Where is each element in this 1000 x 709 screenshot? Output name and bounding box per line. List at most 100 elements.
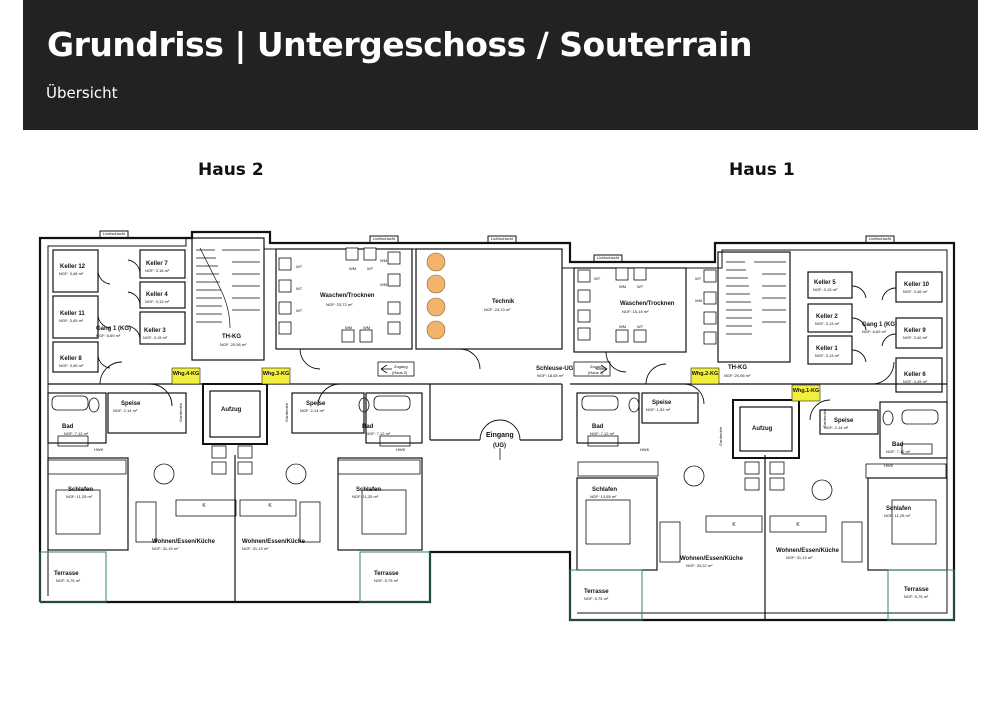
zugang-right-label: Zugang (590, 364, 604, 369)
wt-label: WT (637, 284, 644, 289)
interior-walls (47, 237, 948, 620)
garderobe-label: Garderobe (718, 426, 723, 446)
ngf-schlafen-d: NGF: 11,25 m² (884, 513, 911, 518)
room-aufzug-left: Aufzug (221, 407, 242, 413)
ngf-technik: NGF: 24,13 m² (484, 307, 511, 312)
room-schlafen-b: Schlafen (356, 487, 381, 493)
page-title: Grundriss | Untergeschoss / Souterrain (47, 25, 753, 64)
ngf-speise-c: NGF: 1,92 m² (646, 407, 671, 412)
header-bar: Grundriss | Untergeschoss / Souterrain Ü… (23, 0, 978, 130)
wm-label: WM (349, 266, 356, 271)
wm-label: WM (695, 298, 702, 303)
door-swings (97, 259, 897, 441)
wt-label: WT (296, 286, 303, 291)
hwk-label: HWK (884, 463, 894, 468)
room-keller8: Keller 8 (60, 356, 82, 362)
room-bad-a: Bad (62, 424, 74, 430)
room-keller1: Keller 1 (816, 346, 838, 352)
wm-label: WM (380, 282, 387, 287)
room-schlafen-c: Schlafen (592, 487, 617, 493)
room-eingang: Eingang (486, 432, 514, 439)
ngf-keller4: NGF: 3,13 m² (145, 299, 170, 304)
unit-tag-whg3: Whg.3-KG (263, 371, 290, 377)
unit-tag-whg2: Whg.2-KG (692, 371, 719, 377)
ngf-keller1: NGF: 3,13 m² (815, 353, 840, 358)
zugang-left-sub: (Haus 2) (392, 370, 408, 375)
ngf-schlafen-a: NGF: 11,25 m² (66, 494, 93, 499)
k-label: K (268, 503, 272, 509)
ngf-keller8: NGF: 3,45 m² (59, 363, 84, 368)
k-label: K (732, 522, 736, 528)
room-keller10: Keller 10 (904, 282, 930, 288)
hwk-label: HWK (94, 447, 104, 452)
garderobe-label: Garderobe (284, 402, 289, 422)
room-th-kg-left: TH-KG (222, 334, 241, 340)
house-1-label: Haus 1 (729, 160, 795, 180)
ngf-keller12: NGF: 3,48 m² (59, 271, 84, 276)
room-th-kg-right: TH-KG (728, 365, 747, 371)
ngf-schlafen-c: NGF: 13,65 m² (590, 494, 617, 499)
ngf-wek-c: NGF: 33,22 m² (686, 563, 713, 568)
room-wek-b: Wohnen/Essen/Küche (242, 539, 306, 545)
lichtschacht-5-label: Lichtschacht (869, 236, 892, 241)
wm-label: WM (619, 284, 626, 289)
room-aufzug-right: Aufzug (752, 426, 773, 432)
washing-machines (278, 247, 717, 345)
ngf-terrasse-a: NGF: 5,75 m² (56, 578, 81, 583)
room-wek-d: Wohnen/Essen/Küche (776, 548, 840, 554)
wt-label: WT (367, 266, 374, 271)
room-terrasse-a: Terrasse (54, 571, 79, 577)
ngf-terrasse-b: NGF: 5,75 m² (374, 578, 399, 583)
unit-tags (171, 367, 821, 402)
room-terrasse-c: Terrasse (584, 589, 609, 595)
k-label: K (796, 522, 800, 528)
kitchen-furniture (47, 459, 947, 563)
ngf-keller3: NGF: 3,15 m² (143, 335, 168, 340)
wt-label: WT (594, 276, 601, 281)
ngf-keller11: NGF: 3,45 m² (59, 318, 84, 323)
ngf-keller9: NGF: 3,40 m² (903, 335, 928, 340)
zugang-right-sub: (Haus 1) (588, 370, 604, 375)
room-keller11: Keller 11 (60, 311, 85, 317)
unit-tag-whg1: Whg.1-KG (793, 388, 820, 394)
room-eingang-sub: (UG) (493, 443, 506, 449)
room-bad-b: Bad (362, 424, 374, 430)
room-keller2: Keller 2 (816, 314, 838, 320)
room-gang-left: Gang 1 (KG) (96, 326, 131, 332)
lichtschacht-1-label: Lichtschacht (103, 231, 126, 236)
ngf-th-kg-left: NGF: 20,56 m² (220, 342, 247, 347)
ngf-wek-b: NGF: 31,19 m² (242, 546, 269, 551)
k-label: K (202, 503, 206, 509)
room-keller4: Keller 4 (146, 292, 168, 298)
room-terrasse-b: Terrasse (374, 571, 399, 577)
garderobe-label: Garderobe (178, 402, 183, 422)
ngf-bad-c: NGF: 7,12 m² (590, 431, 615, 436)
ngf-keller5: NGF: 3,15 m² (813, 287, 838, 292)
hwk-label: HWK (396, 447, 406, 452)
room-speise-a: Speise (121, 401, 141, 407)
room-bad-d: Bad (892, 442, 904, 448)
ngf-speise-a: NGF: 2,14 m² (113, 408, 138, 413)
ngf-bad-b: NGF: 7,12 m² (366, 431, 391, 436)
room-speise-c: Speise (652, 400, 672, 406)
shafts (211, 445, 785, 491)
zugang-left-label: Zugang (394, 364, 408, 369)
ngf-schlafen-b: NGF: 11,25 m² (352, 494, 379, 499)
ngf-gang-left: NGF: 6,69 m² (96, 333, 121, 338)
ngf-speise-d: NGF: 2,14 m² (824, 425, 849, 430)
small-notes: HWK HWK HWK HWK Garderobe Garderobe Gard… (94, 402, 894, 468)
room-keller5: Keller 5 (814, 280, 836, 286)
ngf-wek-d: NGF: 31,19 m² (786, 555, 813, 560)
page-subtitle: Übersicht (46, 84, 118, 102)
zugang-arrows (377, 361, 611, 460)
ngf-speise-b: NGF: 2,14 m² (300, 408, 325, 413)
room-bad-c: Bad (592, 424, 604, 430)
room-schleuse: Schleuse-UG (536, 366, 574, 372)
wt-label: WT (695, 276, 702, 281)
lichtschacht-2-label: Lichtschacht (373, 236, 396, 241)
wm-label: WM (345, 325, 352, 330)
room-keller9: Keller 9 (904, 328, 926, 334)
room-gang-right: Gang 1 (KG) (862, 322, 897, 328)
ngf-th-kg-right: NGF: 20,56 m² (724, 373, 751, 378)
